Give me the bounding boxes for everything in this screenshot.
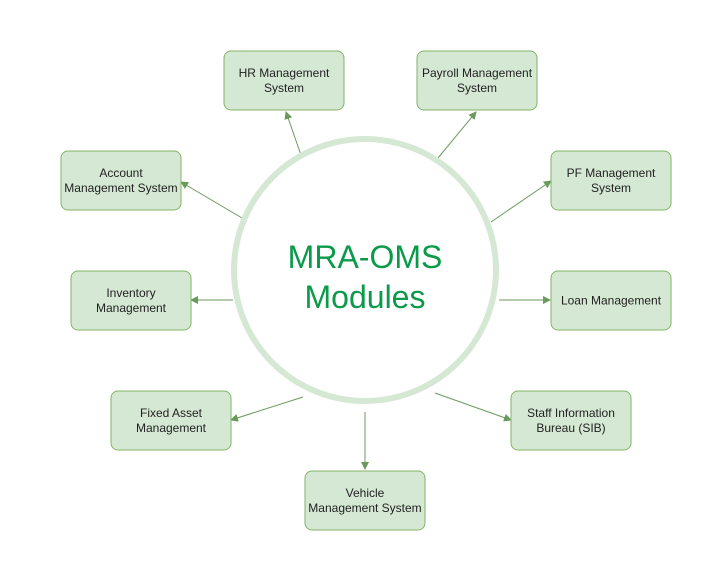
module-label-line: PF Management <box>567 166 656 180</box>
module-label-line: Management System <box>308 501 421 515</box>
connector-staff-info <box>434 392 512 422</box>
module-label-line: Payroll Management <box>422 66 533 80</box>
module-box-rect <box>550 150 672 211</box>
center-node: MRA-OMS Modules <box>231 136 499 404</box>
module-box-loan[interactable]: Loan Management <box>550 270 672 331</box>
module-label-line: System <box>264 81 304 95</box>
module-label-line: Bureau (SIB) <box>536 421 605 435</box>
module-label-line: Management System <box>64 181 177 195</box>
module-box-rect <box>416 50 538 111</box>
connectors <box>180 111 552 470</box>
module-label-line: Account <box>99 166 143 180</box>
connector-hr <box>284 111 302 156</box>
module-label-line: Fixed Asset <box>140 406 203 420</box>
module-box-rect <box>110 390 232 451</box>
module-label-line: Staff Information <box>527 406 615 420</box>
module-box-rect <box>510 390 632 451</box>
center-title-line-2: Modules <box>305 279 426 315</box>
connector-pf <box>490 180 552 223</box>
module-label-line: Management <box>96 301 167 315</box>
module-box-rect <box>550 270 672 331</box>
connector-fixed-asset <box>230 396 304 422</box>
module-box-rect <box>60 150 182 211</box>
connector-payroll <box>437 111 477 159</box>
module-label-line: Management <box>136 421 207 435</box>
module-label-line: HR Management <box>239 66 330 80</box>
module-box-rect <box>70 270 192 331</box>
module-box-rect <box>304 470 426 531</box>
center-circle <box>231 136 499 404</box>
center-title-line-1: MRA-OMS <box>288 239 443 275</box>
module-label-line: Vehicle <box>346 486 385 500</box>
module-label-line: System <box>591 181 631 195</box>
module-label-line: Inventory <box>106 286 155 300</box>
connector-account <box>180 181 243 219</box>
module-label-line: System <box>457 81 497 95</box>
module-label-line: Loan Management <box>561 294 662 308</box>
module-box-rect <box>223 50 345 111</box>
